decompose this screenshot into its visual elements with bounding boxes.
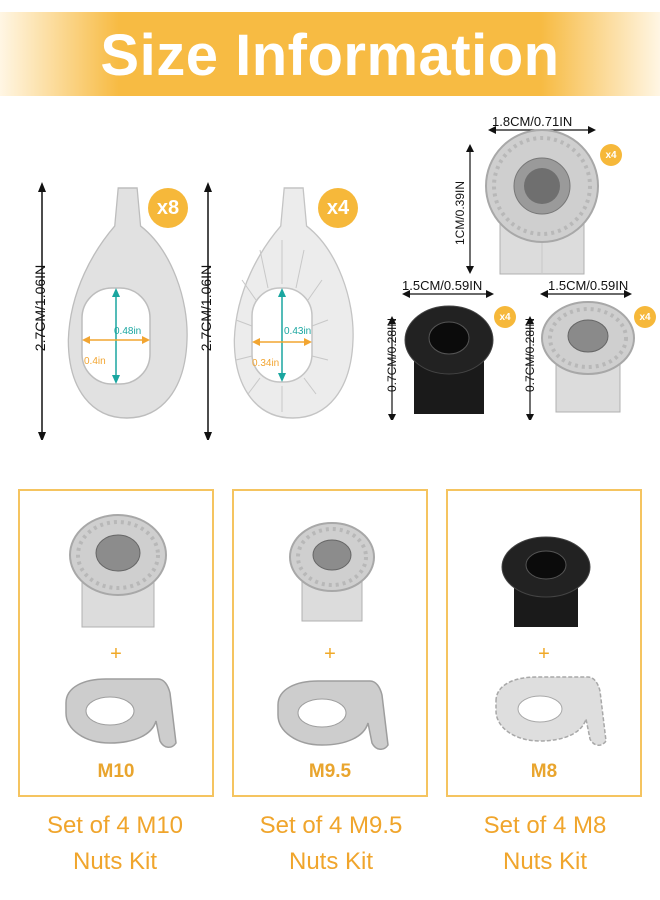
- nut-small-qty-badge: x4: [634, 306, 656, 328]
- washer-1-qty-badge: x8: [148, 188, 188, 228]
- kit-m9-5-plus: +: [324, 643, 336, 665]
- kit-m8-washer-image: [495, 676, 607, 746]
- kit-caption-m9-5-line2: Nuts Kit: [288, 848, 374, 875]
- kit-m8-nut-image: [501, 536, 591, 627]
- nut-small-width-label: 1.5CM/0.59IN: [548, 278, 629, 293]
- kit-m10-plus: +: [110, 643, 122, 665]
- kit-m10-size: M10: [97, 761, 135, 782]
- nut-black-diagram: [388, 290, 494, 420]
- nut-small-diagram: [526, 290, 635, 420]
- kit-caption-m8-line2: Nuts Kit: [502, 848, 588, 875]
- kit-caption-m10-line1: Set of 4 M10: [46, 812, 184, 839]
- kit-m9-5-washer-image: [277, 680, 389, 750]
- kit-m8-plus: +: [538, 643, 550, 665]
- washer-2-qty-badge: x4: [318, 188, 358, 228]
- title-banner: [0, 12, 660, 96]
- kit-caption-m10-line2: Nuts Kit: [72, 848, 158, 875]
- nut-black-height-label: 0.7CM/0.28IN: [385, 317, 399, 393]
- nut-small-height-label: 0.7CM/0.28IN: [523, 317, 537, 393]
- kit-m8-size: M8: [530, 761, 558, 782]
- washer-1-height-label: 2.7CM/1.06IN: [32, 264, 48, 352]
- kit-m10-nut-image: [69, 514, 167, 628]
- kit-caption-m9-5: Set of 4 M9.5 Nuts Kit: [226, 808, 436, 880]
- nut-large-qty-badge: x4: [600, 144, 622, 166]
- page-title: Size Information: [100, 23, 560, 88]
- kit-m10-washer-image: [65, 678, 177, 748]
- nut-large-height-label: 1CM/0.39IN: [453, 180, 467, 246]
- kit-caption-m8: Set of 4 M8 Nuts Kit: [440, 808, 650, 880]
- kit-m9-5-nut-image: [289, 522, 375, 622]
- kit-m9-5-size: M9.5: [308, 761, 352, 782]
- kit-card-m9-5: + M9.5: [232, 489, 428, 797]
- washer-2-inner-height: 0.43in: [284, 326, 312, 337]
- nut-large-width-label: 1.8CM/0.71IN: [492, 114, 573, 129]
- washer-1-inner-height: 0.48in: [114, 326, 142, 337]
- kit-card-m8: + M8: [446, 489, 642, 797]
- washer-2-height-label: 2.7CM/1.06IN: [198, 264, 214, 352]
- washer-2-diagram: [204, 182, 354, 440]
- kit-caption-m8-line1: Set of 4 M8: [483, 812, 607, 839]
- kit-caption-m9-5-line1: Set of 4 M9.5: [259, 812, 403, 839]
- nut-large-diagram: [466, 126, 599, 275]
- kit-card-m10: + M10: [18, 489, 214, 797]
- washer-1-diagram: [38, 182, 188, 440]
- washer-1-inner-width: 0.4in: [84, 356, 106, 367]
- nut-black-width-label: 1.5CM/0.59IN: [402, 278, 483, 293]
- washer-2-inner-width: 0.34in: [252, 358, 280, 369]
- kit-caption-m10: Set of 4 M10 Nuts Kit: [10, 808, 220, 880]
- nut-black-qty-badge: x4: [494, 306, 516, 328]
